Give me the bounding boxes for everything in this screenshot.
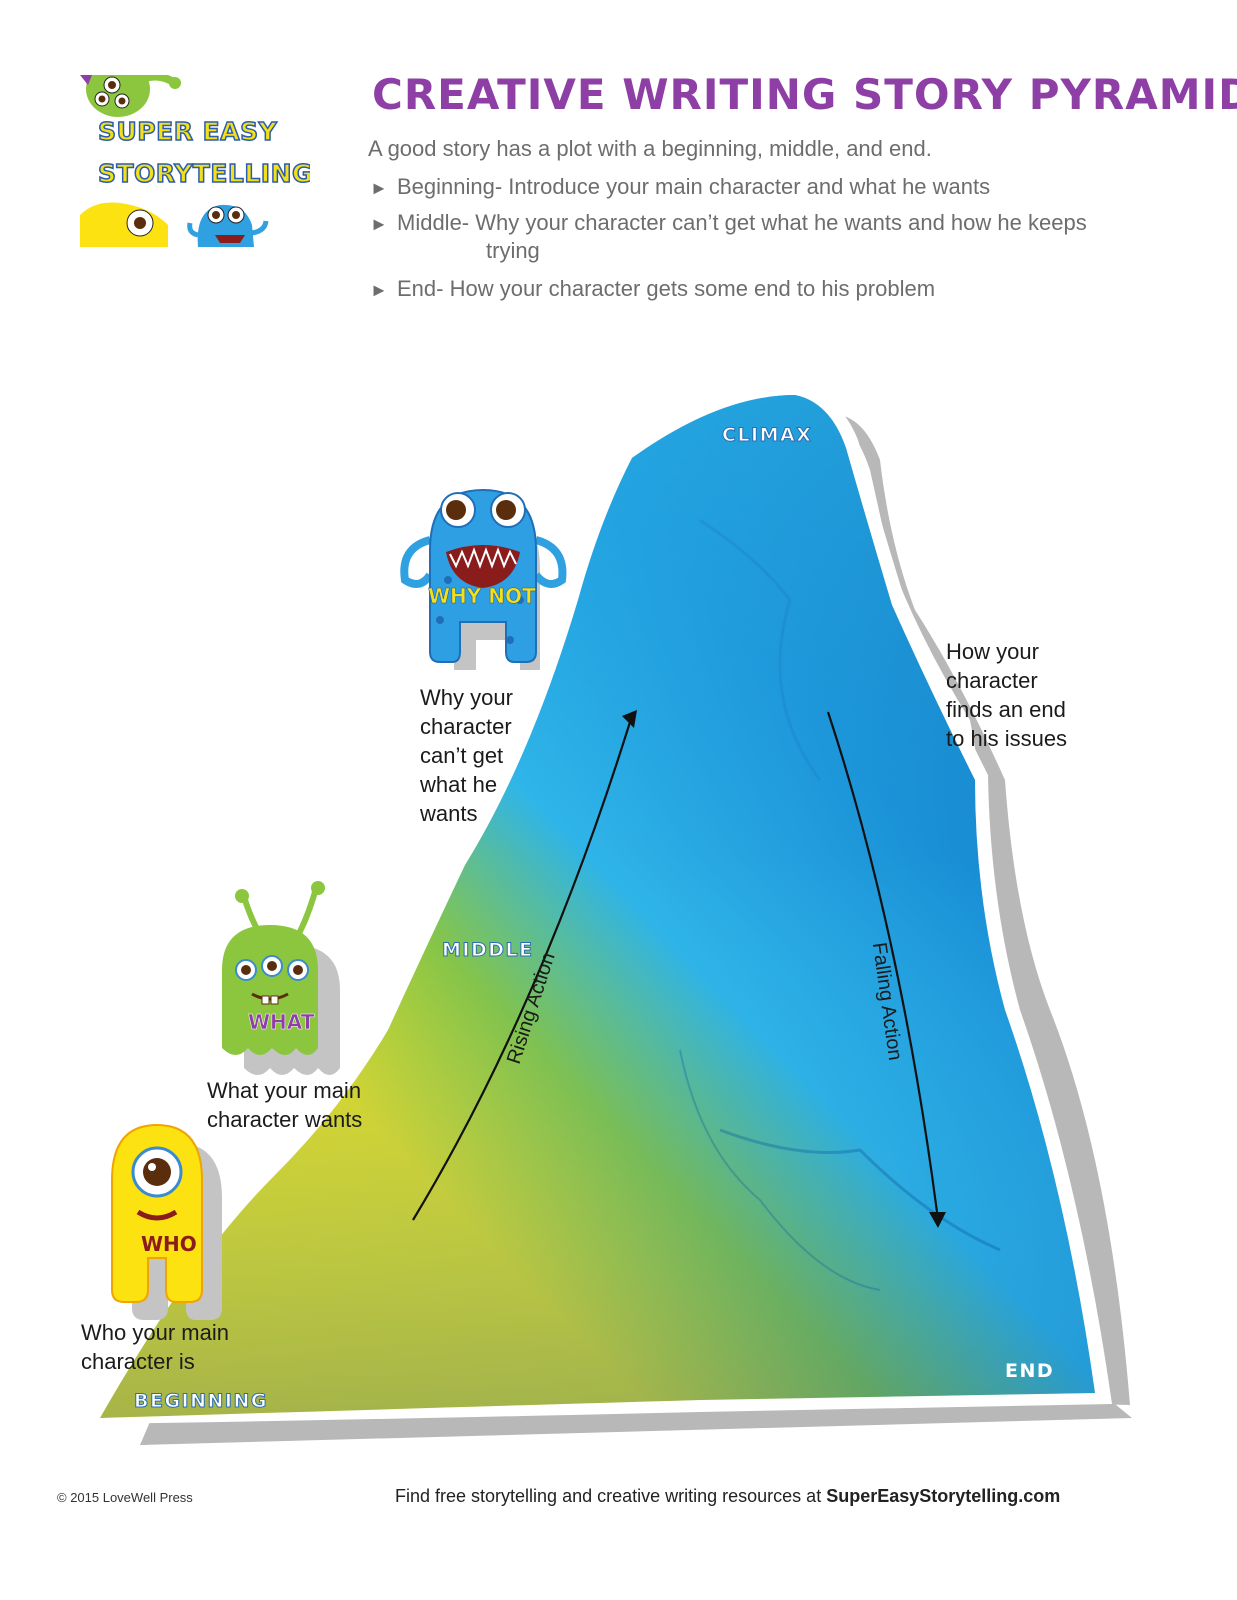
bullet-arrow-icon: ►: [370, 280, 388, 300]
who-monster-icon: [111, 1123, 222, 1320]
middle-label: MIDDLE: [442, 939, 534, 962]
desc-line: How your: [946, 639, 1039, 664]
bullet-text: Middle- Why your character can’t get wha…: [397, 210, 1087, 235]
bullet-end: ► End- How your character gets some end t…: [370, 276, 935, 302]
climax-label: CLIMAX: [721, 424, 813, 447]
bullet-text: End- How your character gets some end to…: [397, 276, 936, 301]
desc-line: character wants: [207, 1107, 363, 1132]
desc-line: to his issues: [946, 726, 1068, 751]
what-description: What your main character wants: [207, 1076, 362, 1134]
footer-message: Find free storytelling and creative writ…: [395, 1486, 827, 1506]
falling-arrowhead-icon: [929, 1212, 946, 1228]
desc-line: what he: [420, 772, 498, 797]
bullet-middle: ► Middle- Why your character can’t get wh…: [370, 210, 1087, 236]
why-not-badge: WHY NOT: [428, 584, 536, 609]
beginning-label: BEGINNING: [134, 1390, 268, 1413]
desc-line: character: [946, 668, 1038, 693]
who-description: Who your main character is: [81, 1318, 229, 1376]
page-title: CREATIVE WRITING STORY PYRAMID: [372, 70, 1237, 119]
desc-line: character is: [81, 1349, 195, 1374]
logo-line-2: STORYTELLING: [97, 158, 310, 189]
footer-text: Find free storytelling and creative writ…: [395, 1486, 1060, 1507]
falling-action-arrow: [826, 711, 939, 1213]
copyright: © 2015 LoveWell Press: [57, 1490, 193, 1505]
bullet-beginning: ► Beginning- Introduce your main characte…: [370, 174, 990, 200]
footer-link[interactable]: SuperEasyStorytelling.com: [826, 1486, 1061, 1506]
what-badge: WHAT: [248, 1010, 315, 1035]
bullet-arrow-icon: ►: [370, 178, 388, 198]
intro-text: A good story has a plot with a beginning…: [368, 136, 932, 161]
bullet-continuation: trying: [486, 238, 540, 263]
desc-line: Why your: [420, 685, 513, 710]
desc-line: What your main: [207, 1078, 362, 1103]
bullet-arrow-icon: ►: [370, 214, 388, 234]
desc-line: can’t get: [420, 743, 504, 768]
end-label: END: [1005, 1360, 1055, 1382]
what-monster-icon: [222, 881, 340, 1075]
why-not-monster-icon: [400, 488, 567, 670]
desc-line: finds an end: [946, 697, 1066, 722]
logo: SUPER EASY STORYTELLING: [80, 75, 310, 247]
desc-line: wants: [420, 801, 478, 826]
who-badge: WHO: [141, 1232, 197, 1256]
logo-monsters-art: [80, 75, 269, 247]
desc-line: character: [420, 714, 512, 739]
desc-line: Who your main: [81, 1320, 229, 1345]
logo-line-1: SUPER EASY: [97, 116, 278, 147]
end-description: How your character finds an end to his i…: [946, 637, 1067, 753]
rising-arrowhead-icon: [622, 710, 637, 728]
rising-action-arrow: [412, 721, 632, 1221]
why-not-description: Why your character can’t get what he wan…: [420, 683, 513, 828]
bullet-text: Beginning- Introduce your main character…: [397, 174, 991, 199]
